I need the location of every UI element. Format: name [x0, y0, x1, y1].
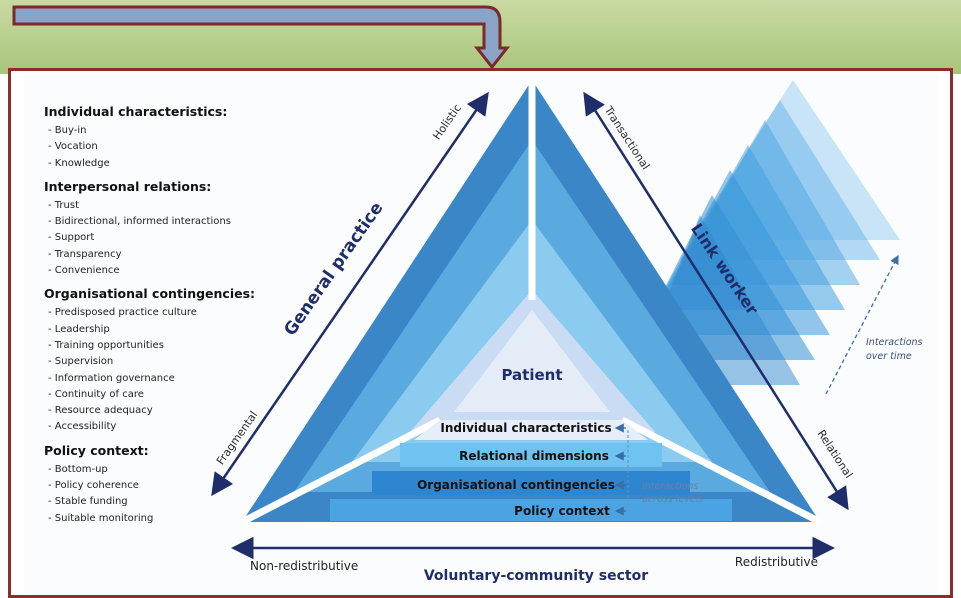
- list-item: Accessibility: [48, 419, 274, 435]
- list-item: Knowledge: [48, 156, 274, 172]
- relational-label: Relational: [815, 428, 856, 481]
- list-item: Information governance: [48, 371, 274, 387]
- list-item: Leadership: [48, 322, 274, 338]
- list-item: Trust: [48, 198, 274, 214]
- top-flow-arrow: [12, 5, 511, 70]
- list-item: Transparency: [48, 247, 274, 263]
- list-item: Resource adequacy: [48, 403, 274, 419]
- list-item: Training opportunities: [48, 338, 274, 354]
- interactions-across-levels-line2: across levels: [642, 494, 703, 505]
- section-title: Interpersonal relations:: [44, 178, 212, 194]
- section-individual: Individual characteristics: Buy-in Vocat…: [44, 104, 274, 172]
- section-interpersonal: Interpersonal relations: Trust Bidirecti…: [44, 179, 274, 279]
- list-item: Supervision: [48, 354, 274, 370]
- section-title: Organisational contingencies:: [44, 286, 256, 302]
- list-item: Support: [48, 230, 274, 246]
- level-label-policy: Policy context: [514, 504, 610, 518]
- level-label-relational: Relational dimensions: [459, 449, 609, 463]
- interactions-across-levels-line1: Interactions: [642, 481, 699, 492]
- level-label-organisational: Organisational contingencies: [417, 478, 615, 492]
- list-item: Convenience: [48, 263, 274, 279]
- list-item: Buy-in: [48, 123, 274, 139]
- list-item: Bidirectional, informed interactions: [48, 214, 274, 230]
- list-item: Suitable monitoring: [48, 511, 274, 527]
- section-title: Individual characteristics:: [44, 104, 228, 119]
- list-item: Continuity of care: [48, 387, 274, 403]
- voluntary-sector-label: Voluntary-community sector: [424, 568, 648, 584]
- list-item: Vocation: [48, 139, 274, 155]
- section-title: Policy context:: [44, 442, 149, 458]
- patient-label: Patient: [501, 366, 562, 384]
- non-redistributive-label: Non-redistributive: [250, 559, 358, 573]
- redistributive-label: Redistributive: [735, 555, 818, 569]
- interactions-over-time-line2: over time: [866, 351, 912, 362]
- section-organisational: Organisational contingencies: Predispose…: [44, 286, 274, 435]
- list-item: Policy coherence: [48, 478, 274, 494]
- level-label-individual: Individual characteristics: [440, 421, 611, 435]
- characteristics-panel: Individual characteristics: Buy-in Vocat…: [44, 104, 274, 534]
- list-item: Stable funding: [48, 494, 274, 510]
- interaction-arrows: [614, 254, 899, 516]
- section-policy: Policy context: Bottom-up Policy coheren…: [44, 443, 274, 527]
- list-item: Predisposed practice culture: [48, 305, 274, 321]
- transactional-relational-axis: [583, 91, 849, 511]
- interactions-over-time-line1: Interactions: [866, 337, 923, 348]
- list-item: Bottom-up: [48, 462, 274, 478]
